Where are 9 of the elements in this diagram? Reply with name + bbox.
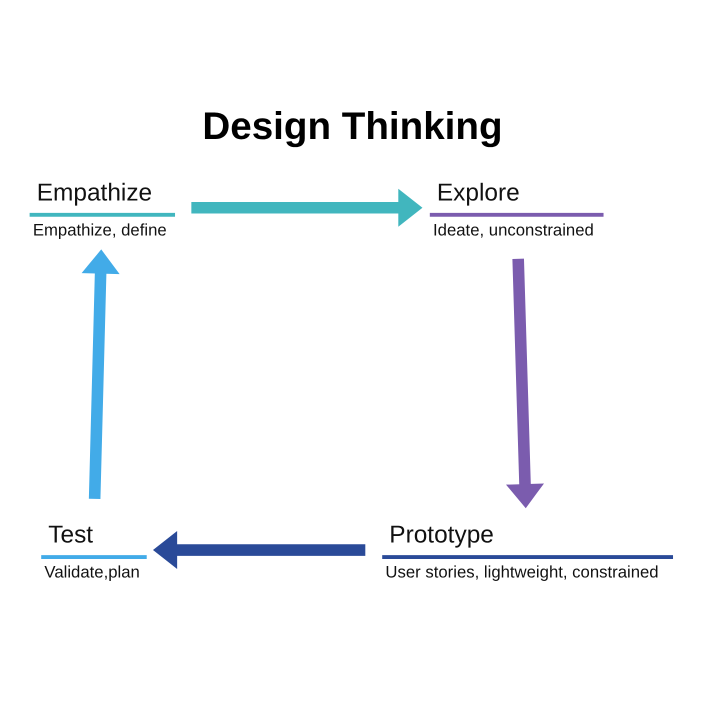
arrow (152, 530, 366, 569)
node-text: Prototype User stories, lightweight, constrained (385, 521, 659, 582)
arrow (191, 188, 422, 226)
arrow (82, 248, 120, 498)
node-text: Explore Ideate, unconstrained (433, 178, 594, 239)
node-text: Test Validate,plan (44, 521, 140, 582)
diagram-title: Design Thinking (202, 104, 503, 148)
node-text: Empathize Empathize, define (32, 178, 167, 239)
arrow (506, 258, 544, 508)
